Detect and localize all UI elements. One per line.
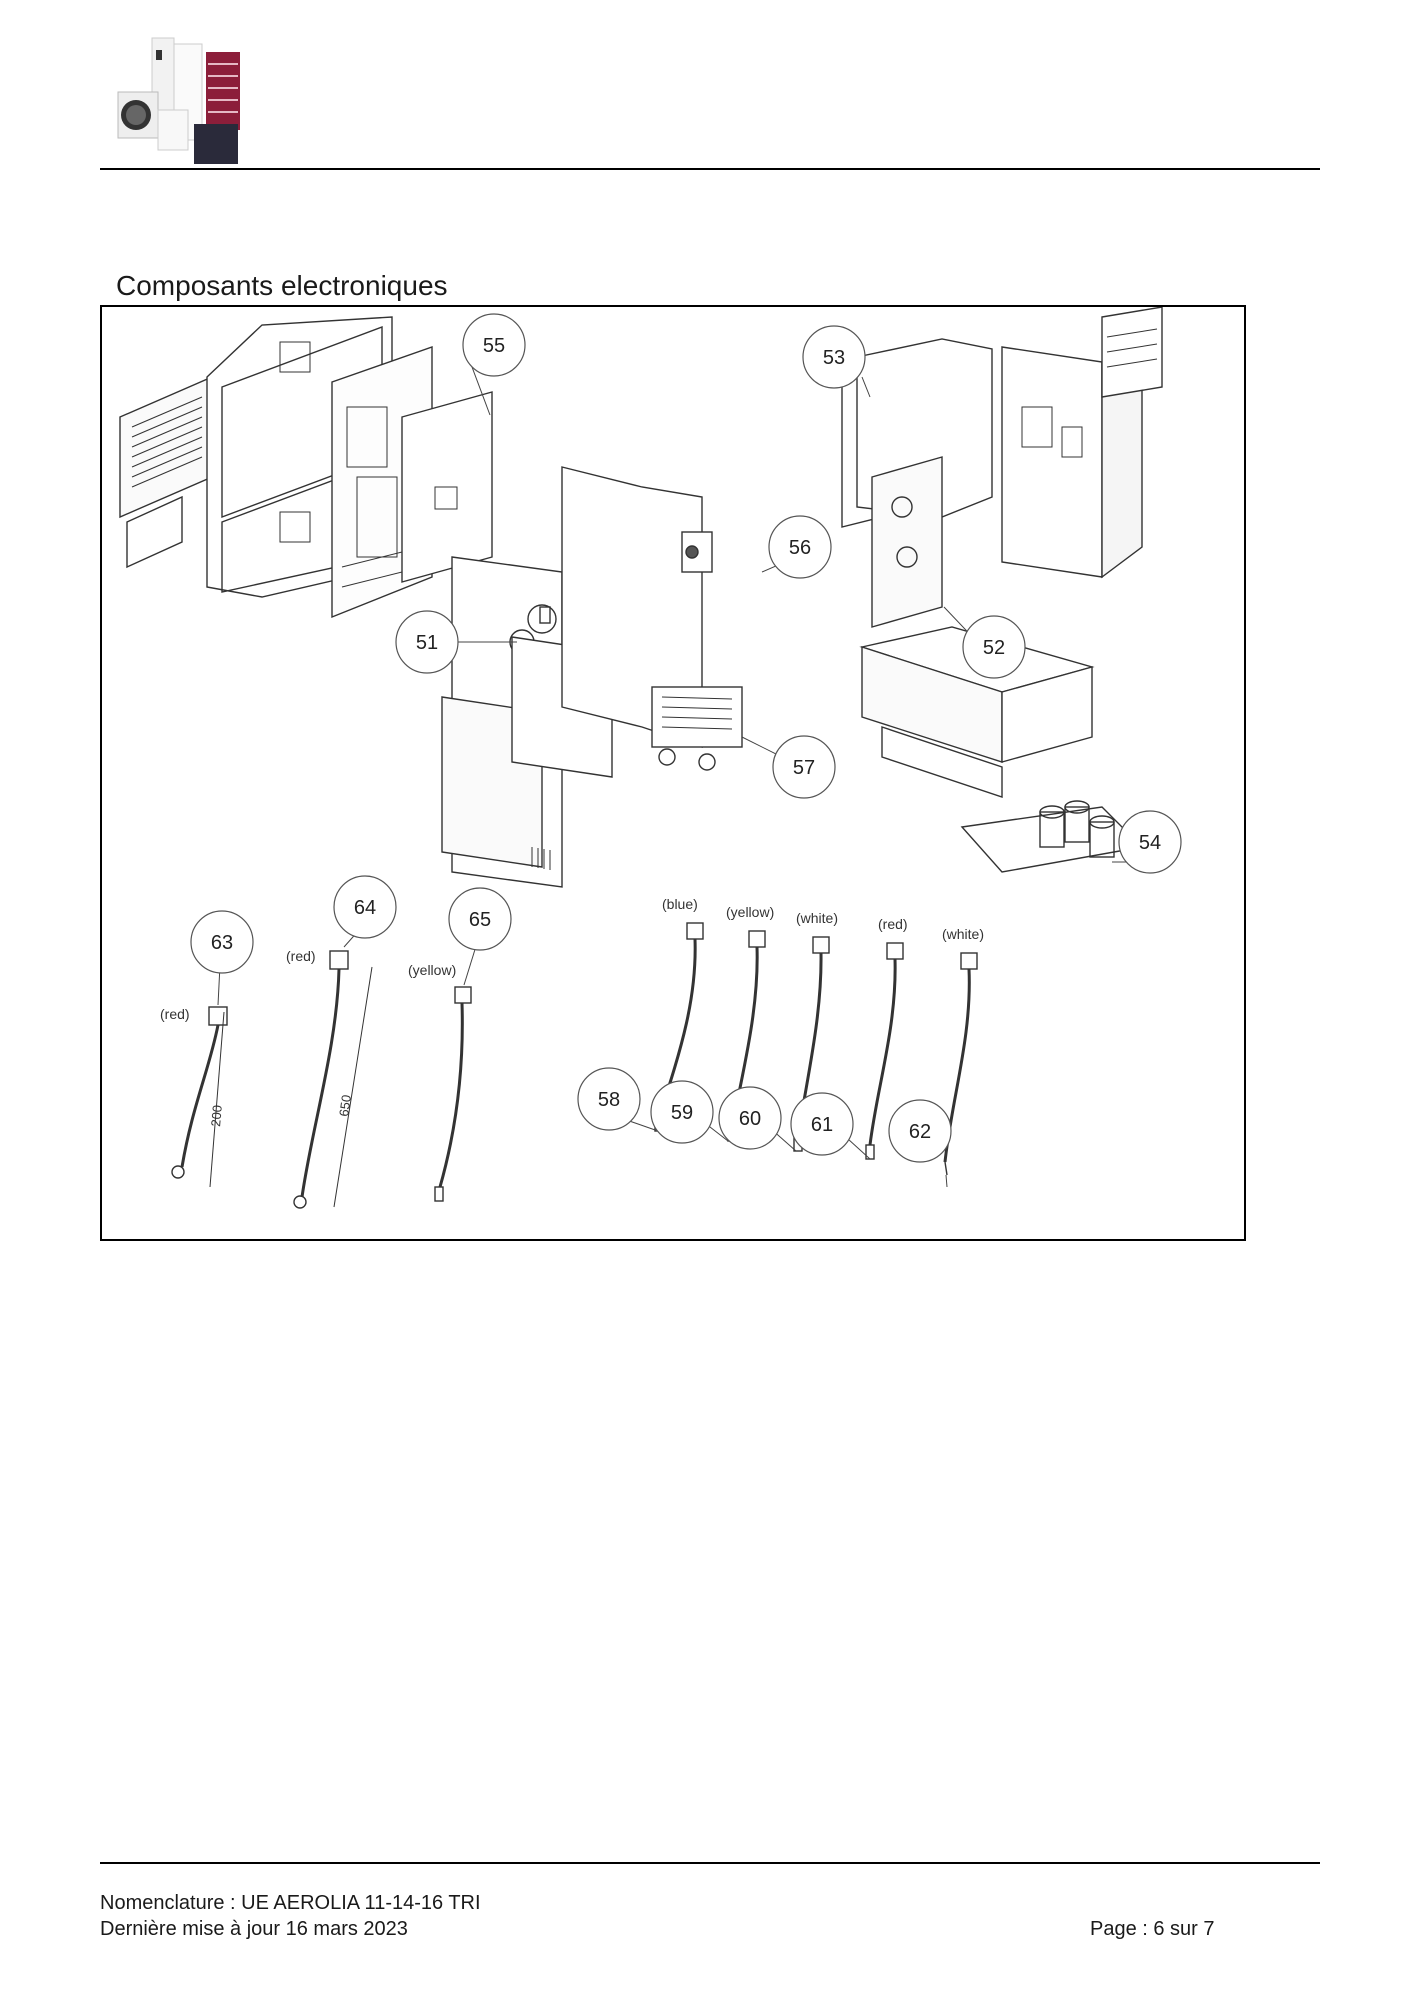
section-title: Composants electroniques xyxy=(116,270,448,301)
wire-60-color: (white) xyxy=(796,910,838,926)
electrical-box-illustration xyxy=(859,626,1144,873)
callout-number: 56 xyxy=(789,537,811,559)
wire-65-color: (yellow) xyxy=(408,962,456,978)
wire-63-length: 200 xyxy=(208,1104,225,1127)
callout-53: 53 xyxy=(802,325,866,389)
callout-number: 51 xyxy=(416,632,438,654)
callout-54: 54 xyxy=(1118,810,1182,874)
callout-62: 62 xyxy=(888,1099,952,1163)
parts-diagram: (red) (red) (yellow) (blue) (yellow) (wh… xyxy=(100,305,1246,1241)
callout-number: 63 xyxy=(211,932,233,954)
wire-61-color: (red) xyxy=(878,916,908,932)
callout-number: 59 xyxy=(671,1102,693,1124)
callout-65: 65 xyxy=(448,887,512,951)
callout-64: 64 xyxy=(333,875,397,939)
product-range-logo xyxy=(112,30,272,168)
callout-61: 61 xyxy=(790,1092,854,1156)
wire-64-length: 650 xyxy=(336,1094,354,1118)
footer-document-name: Nomenclature : UE AEROLIA 11-14-16 TRI xyxy=(100,1892,481,1914)
callout-57: 57 xyxy=(772,735,836,799)
wire-63-color: (red) xyxy=(160,1006,190,1022)
callout-55: 55 xyxy=(462,313,526,377)
front-casing-illustration xyxy=(119,316,493,619)
callout-63: 63 xyxy=(190,910,254,974)
callout-number: 53 xyxy=(823,347,845,369)
callout-number: 61 xyxy=(811,1114,833,1136)
callout-number: 62 xyxy=(909,1121,931,1143)
callout-number: 52 xyxy=(983,637,1005,659)
mounting-plate-illustration xyxy=(561,466,743,771)
wire-63-illustration xyxy=(171,1006,228,1188)
callout-number: 65 xyxy=(469,909,491,931)
wire-64-color: (red) xyxy=(286,948,316,964)
callout-60: 60 xyxy=(718,1086,782,1150)
header-divider xyxy=(100,168,1320,170)
callout-number: 57 xyxy=(793,757,815,779)
callout-58: 58 xyxy=(577,1067,641,1131)
wire-65-illustration xyxy=(434,986,472,1202)
callout-number: 55 xyxy=(483,335,505,357)
footer-divider xyxy=(100,1862,1320,1864)
callout-59: 59 xyxy=(650,1080,714,1144)
wire-58-color: (blue) xyxy=(662,896,698,912)
wire-59-color: (yellow) xyxy=(726,904,774,920)
callout-52: 52 xyxy=(962,615,1026,679)
wire-62-illustration xyxy=(943,952,978,1176)
callout-number: 58 xyxy=(598,1089,620,1111)
wire-64-illustration xyxy=(293,950,373,1209)
callout-number: 64 xyxy=(354,897,376,919)
callout-number: 60 xyxy=(739,1108,761,1130)
footer-page-number: Page : 6 sur 7 xyxy=(1090,1918,1215,1940)
footer-update-date: Dernière mise à jour 16 mars 2023 xyxy=(100,1918,408,1940)
wire-62-color: (white) xyxy=(942,926,984,942)
inverter-board-illustration xyxy=(841,307,1163,628)
callout-56: 56 xyxy=(768,515,832,579)
callout-51: 51 xyxy=(395,610,459,674)
callout-number: 54 xyxy=(1139,832,1161,854)
wire-61-illustration xyxy=(865,942,904,1160)
